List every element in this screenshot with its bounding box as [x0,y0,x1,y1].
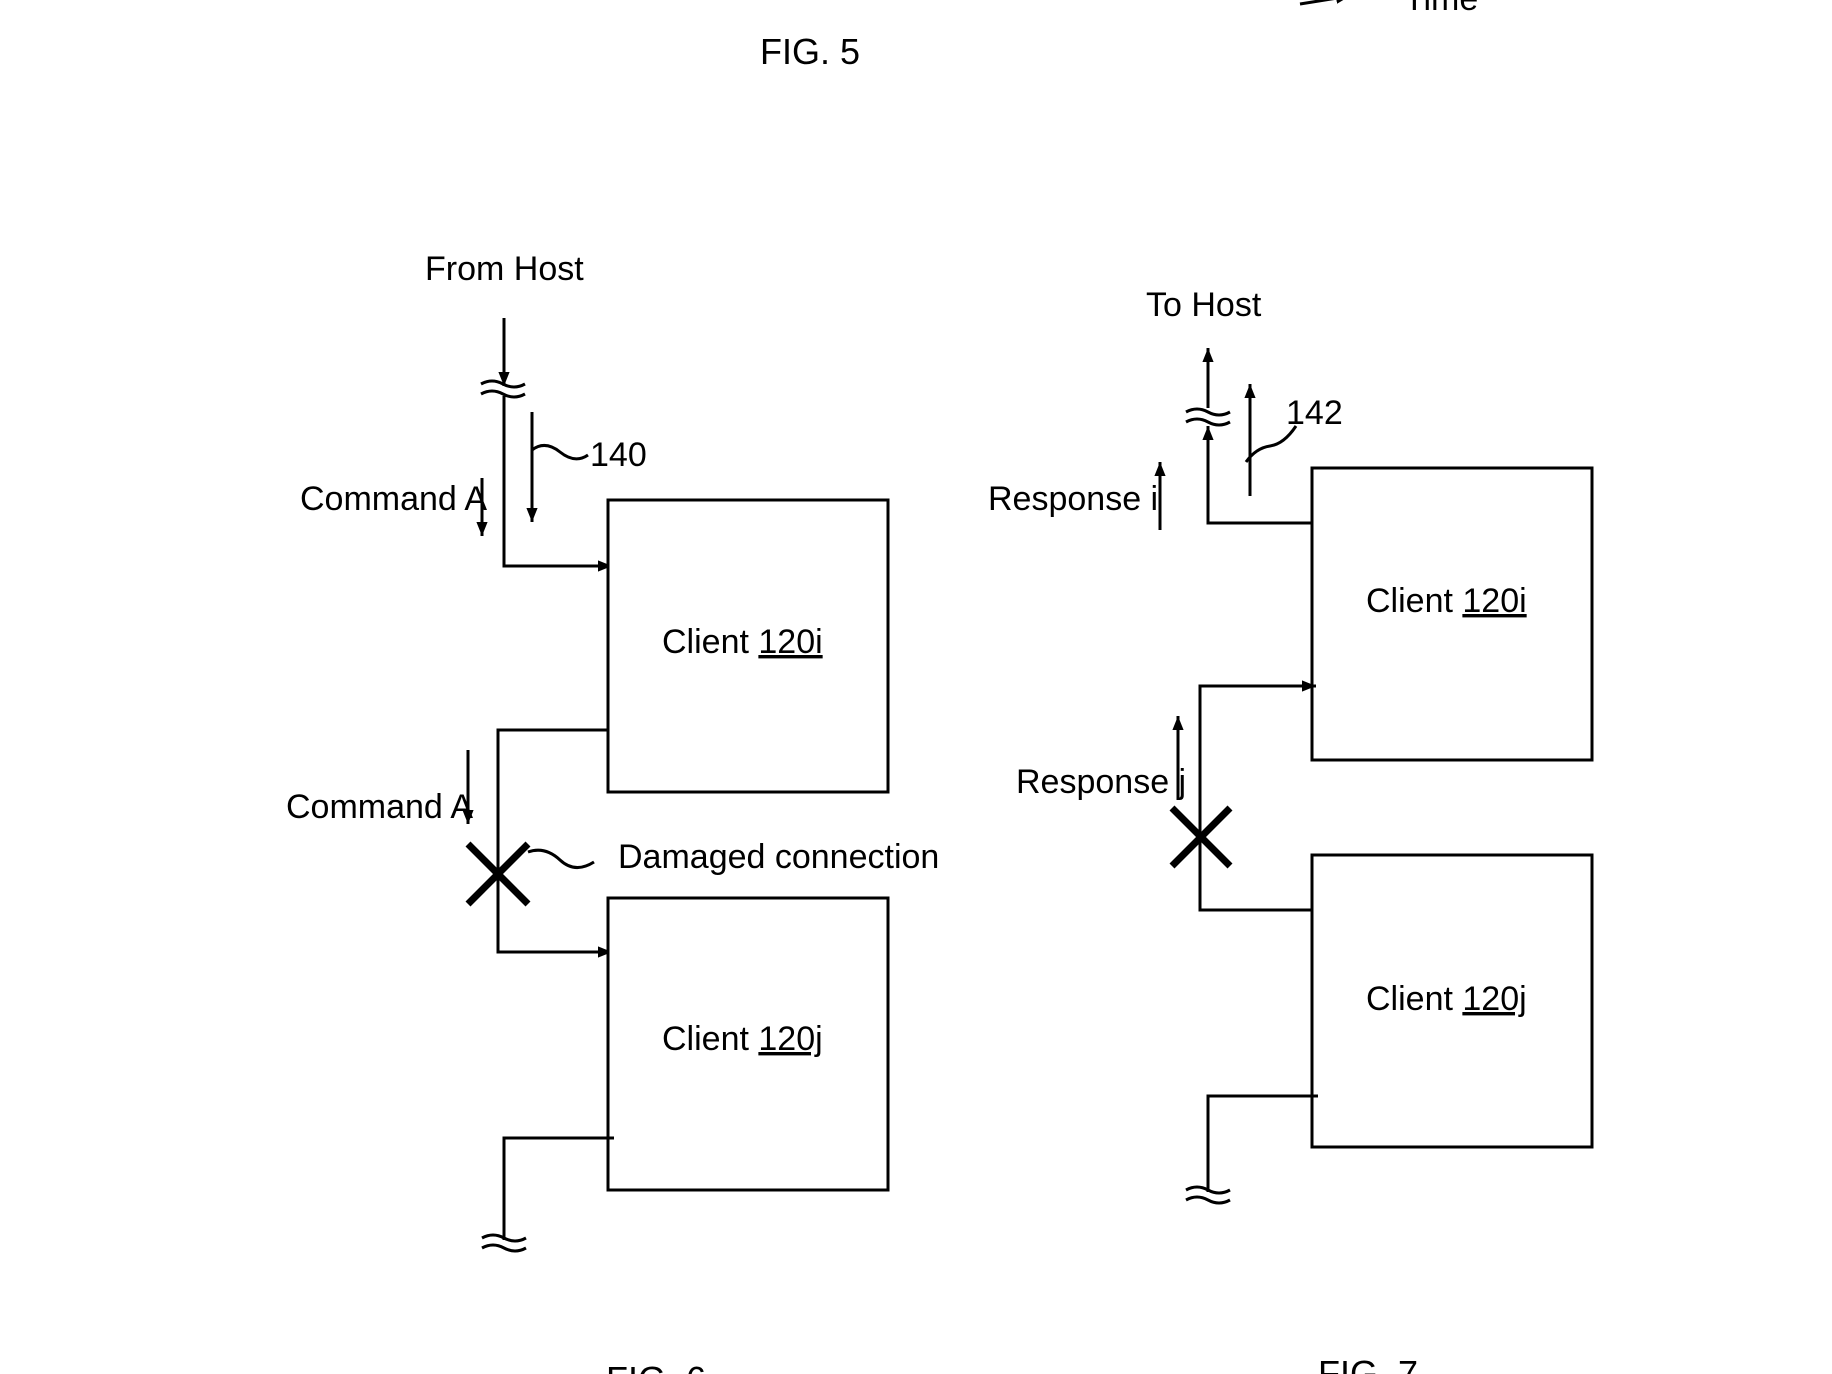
client-120i-box [606,498,890,794]
host-to-client-i-connection [502,396,612,572]
client-120j-ref: 120j [1462,980,1526,1018]
client-j-to-client-i-connection [1198,680,1316,912]
ref-142-leader [1244,425,1298,463]
line-break-symbol [480,379,526,399]
client-120i-label: Client 120i [662,623,823,661]
fig6-diagram: From Host 140 Command A Client 120i Comm… [286,250,939,1374]
fig6-caption: FIG. 6 [606,1359,706,1374]
client-i-to-host-connection [1202,426,1320,525]
response-i-label: Response i [988,480,1158,518]
client-120j-box [606,896,890,1192]
damaged-connection-label: Damaged connection [618,838,939,876]
client-120j-label: Client 120j [662,1020,823,1058]
client-120i-ref: 120i [758,623,822,661]
fig7-diagram: To Host 142 Response i Client 120i Respo… [988,286,1594,1374]
downstream-break-symbol [481,1233,527,1253]
damaged-connection-x-icon [465,841,531,907]
client-120i-box [1310,466,1594,762]
client-i-to-client-j-connection [496,728,612,958]
client-120j-prefix: Client [662,1020,758,1058]
client-j-downstream-connection [502,1136,614,1240]
fig5-remnant: Time FIG. 5 [760,0,1478,72]
fig7-caption: FIG. 7 [1318,1353,1418,1374]
client-120j-prefix: Client [1366,980,1462,1018]
response-j-label: Response j [1016,763,1186,801]
ref-140-label: 140 [590,436,647,474]
damaged-connection-leader [527,848,595,869]
time-axis-label: Time [1404,0,1478,18]
client-120j-label: Client 120j [1366,980,1527,1018]
output-break-symbol [1185,407,1231,427]
command-a-bottom-label: Command A [286,788,473,826]
damaged-connection-x-icon [1169,805,1233,869]
command-a-top-label: Command A [300,480,487,518]
to-host-label: To Host [1146,286,1262,324]
time-axis-arrow [1299,0,1350,6]
client-120j-box [1310,853,1594,1149]
client-120j-ref: 120j [758,1020,822,1058]
downstream-break-symbol [1185,1185,1231,1205]
client-120i-label: Client 120i [1366,582,1527,620]
ref-142-label: 142 [1286,394,1343,432]
ref-140-leader [531,444,589,461]
client-120i-ref: 120i [1462,582,1526,620]
client-120i-prefix: Client [1366,582,1462,620]
client-j-downstream-connection [1206,1094,1318,1192]
client-120i-prefix: Client [662,623,758,661]
from-host-label: From Host [425,250,584,288]
fig5-caption: FIG. 5 [760,31,860,72]
